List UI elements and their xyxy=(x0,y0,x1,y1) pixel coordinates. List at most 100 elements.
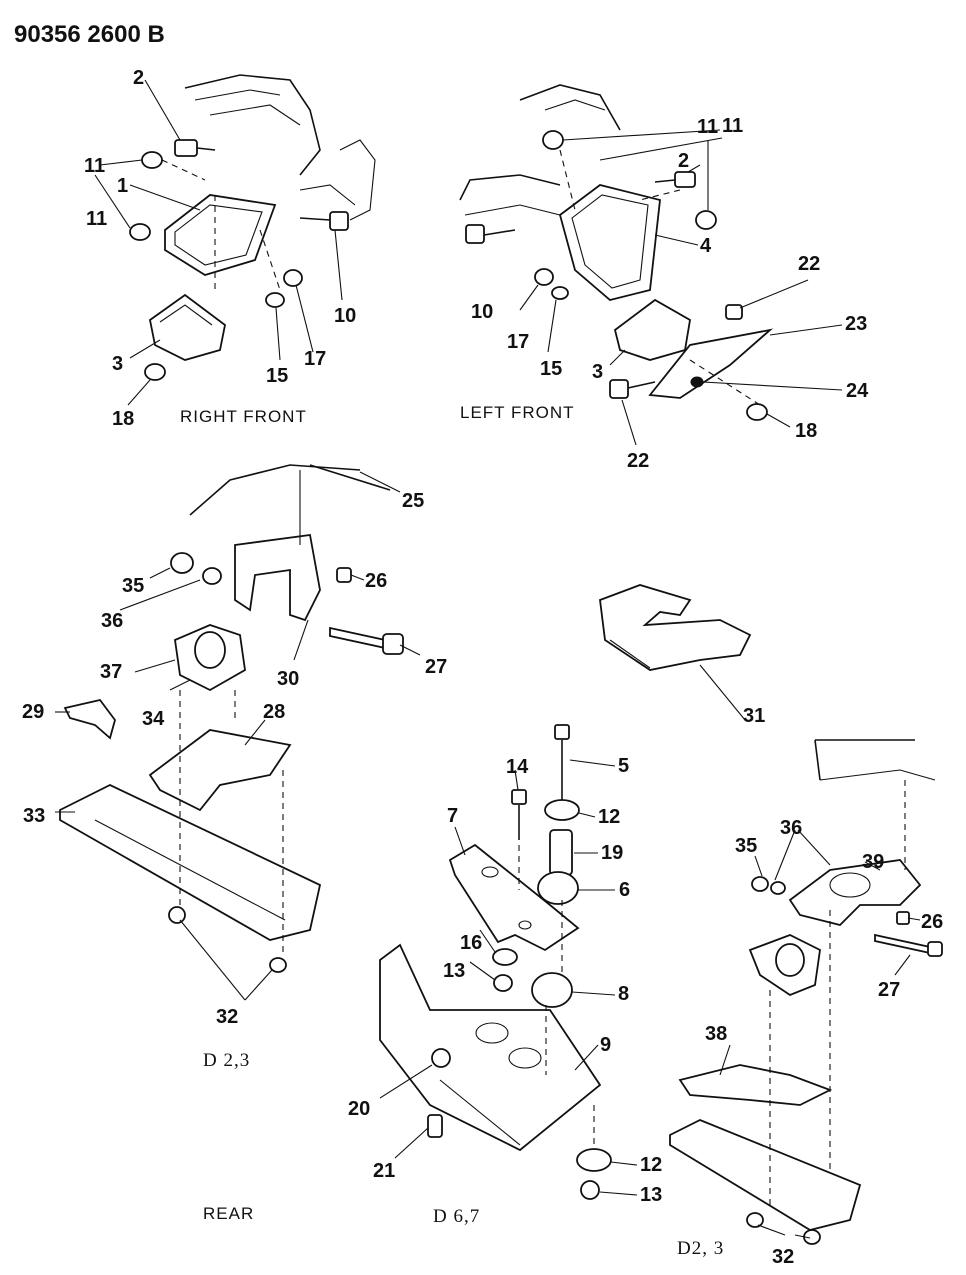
callout-21: 21 xyxy=(373,1160,395,1182)
nut-24 xyxy=(690,376,704,388)
nut-32-rr-left xyxy=(746,1212,764,1228)
callout-lf-2: 2 xyxy=(678,150,689,172)
nut-18-lf xyxy=(746,403,768,421)
callout-rf-17: 17 xyxy=(304,348,326,370)
bolt-10 xyxy=(329,211,349,231)
callout-36: 36 xyxy=(101,610,123,632)
bolt-26-rr xyxy=(896,911,910,925)
callout-12-lower: 12 xyxy=(640,1154,662,1176)
bolt-27 xyxy=(329,626,386,650)
bolt-27-rr xyxy=(874,933,931,955)
callout-6: 6 xyxy=(619,879,630,901)
nut-11-lf-upper xyxy=(542,130,564,150)
label-right-front: RIGHT FRONT xyxy=(180,407,307,426)
insulator-3-lf xyxy=(613,298,691,361)
crossmember-33 xyxy=(59,783,322,941)
bolt-14 xyxy=(511,789,527,805)
callout-rf-18: 18 xyxy=(112,408,134,430)
label-d23-right: D2, 3 xyxy=(677,1238,724,1259)
insulator-6 xyxy=(537,871,579,905)
plate-38 xyxy=(678,1064,833,1106)
callout-lf-4: 4 xyxy=(700,235,712,257)
bracket-23 xyxy=(648,328,774,399)
callout-38: 38 xyxy=(705,1023,727,1045)
bolt-2 xyxy=(174,139,198,157)
callout-30: 30 xyxy=(277,668,299,690)
nut-17-lf xyxy=(534,268,554,286)
bolt-22-upper xyxy=(725,304,743,320)
washer-36-rr xyxy=(770,881,786,895)
callout-26-rr: 26 xyxy=(921,911,943,933)
callout-19: 19 xyxy=(601,842,623,864)
engine-bracket-right xyxy=(164,194,277,276)
bolt-22-lower xyxy=(609,379,629,399)
callout-lf-24: 24 xyxy=(846,380,869,402)
callout-13-lower: 13 xyxy=(640,1184,662,1206)
callout-7: 7 xyxy=(447,805,458,827)
sleeve-19 xyxy=(549,829,573,876)
callout-rf-1: 1 xyxy=(117,175,128,197)
crossmember-rr xyxy=(669,1119,862,1231)
callout-lf-23: 23 xyxy=(845,313,867,335)
nut-20 xyxy=(431,1048,451,1068)
right-front-assembly xyxy=(94,74,376,406)
nut-11-lf-right xyxy=(695,210,717,230)
callout-5: 5 xyxy=(618,755,629,777)
callout-rf-15: 15 xyxy=(266,365,288,387)
callout-rf-11b: 11 xyxy=(86,208,107,230)
nut-32-lower xyxy=(269,957,287,973)
bolt-2-lf xyxy=(674,171,696,188)
bracket-29 xyxy=(63,698,116,740)
callout-26: 26 xyxy=(365,570,387,592)
callout-lf-22b: 22 xyxy=(627,450,649,472)
nut-11-lower xyxy=(129,223,151,241)
callout-36-rr: 36 xyxy=(780,817,802,839)
skid-plate-31 xyxy=(599,584,752,721)
callout-rf-11a: 11 xyxy=(84,155,105,177)
label-left-front: LEFT FRONT xyxy=(460,403,575,422)
nut-18 xyxy=(144,363,166,381)
nut-13-lower xyxy=(580,1180,600,1200)
callout-35: 35 xyxy=(122,575,144,597)
washer-12-upper xyxy=(544,799,580,821)
nut-32-upper xyxy=(168,906,186,924)
document-id: 90356 2600 B xyxy=(14,21,165,48)
bolt-21 xyxy=(427,1114,443,1138)
bolt-5 xyxy=(554,724,570,740)
plate-28 xyxy=(148,729,292,812)
rear-right-assembly xyxy=(669,739,943,1245)
callout-8: 8 xyxy=(618,983,629,1005)
rear-left-assembly xyxy=(55,464,421,1001)
callout-lf-3: 3 xyxy=(592,361,603,383)
callout-lf-10: 10 xyxy=(471,301,493,323)
callout-rf-3: 3 xyxy=(112,353,123,375)
callout-13-upper: 13 xyxy=(443,960,465,982)
nut-17 xyxy=(283,269,303,287)
callout-20: 20 xyxy=(348,1098,370,1120)
callout-lf-17: 17 xyxy=(507,331,529,353)
callout-lf-15: 15 xyxy=(540,358,562,380)
callout-31: 31 xyxy=(743,705,765,727)
callout-lf-22a: 22 xyxy=(798,253,820,275)
callout-lf-11a: 11 xyxy=(722,115,743,137)
insulator-3 xyxy=(149,293,226,361)
callout-32-rr: 32 xyxy=(772,1246,794,1268)
label-d23-left: D 2,3 xyxy=(203,1050,250,1071)
rear-mid-assembly xyxy=(379,724,638,1200)
callout-lf-18: 18 xyxy=(795,420,817,442)
callout-rf-10: 10 xyxy=(334,305,356,327)
bolt-10-lf xyxy=(465,224,485,244)
callout-27-rr: 27 xyxy=(878,979,900,1001)
callout-35-rr: 35 xyxy=(735,835,757,857)
callout-12-upper: 12 xyxy=(598,806,620,828)
washer-15 xyxy=(265,292,285,308)
engine-bracket-left xyxy=(558,184,661,301)
label-rear: REAR xyxy=(203,1204,254,1223)
callout-29: 29 xyxy=(22,701,44,723)
callout-lf-11b: 11 xyxy=(697,116,718,138)
washer-12-lower xyxy=(576,1148,612,1172)
callout-27: 27 xyxy=(425,656,447,678)
frame-bracket-9 xyxy=(379,943,602,1152)
washer-36 xyxy=(202,567,222,585)
